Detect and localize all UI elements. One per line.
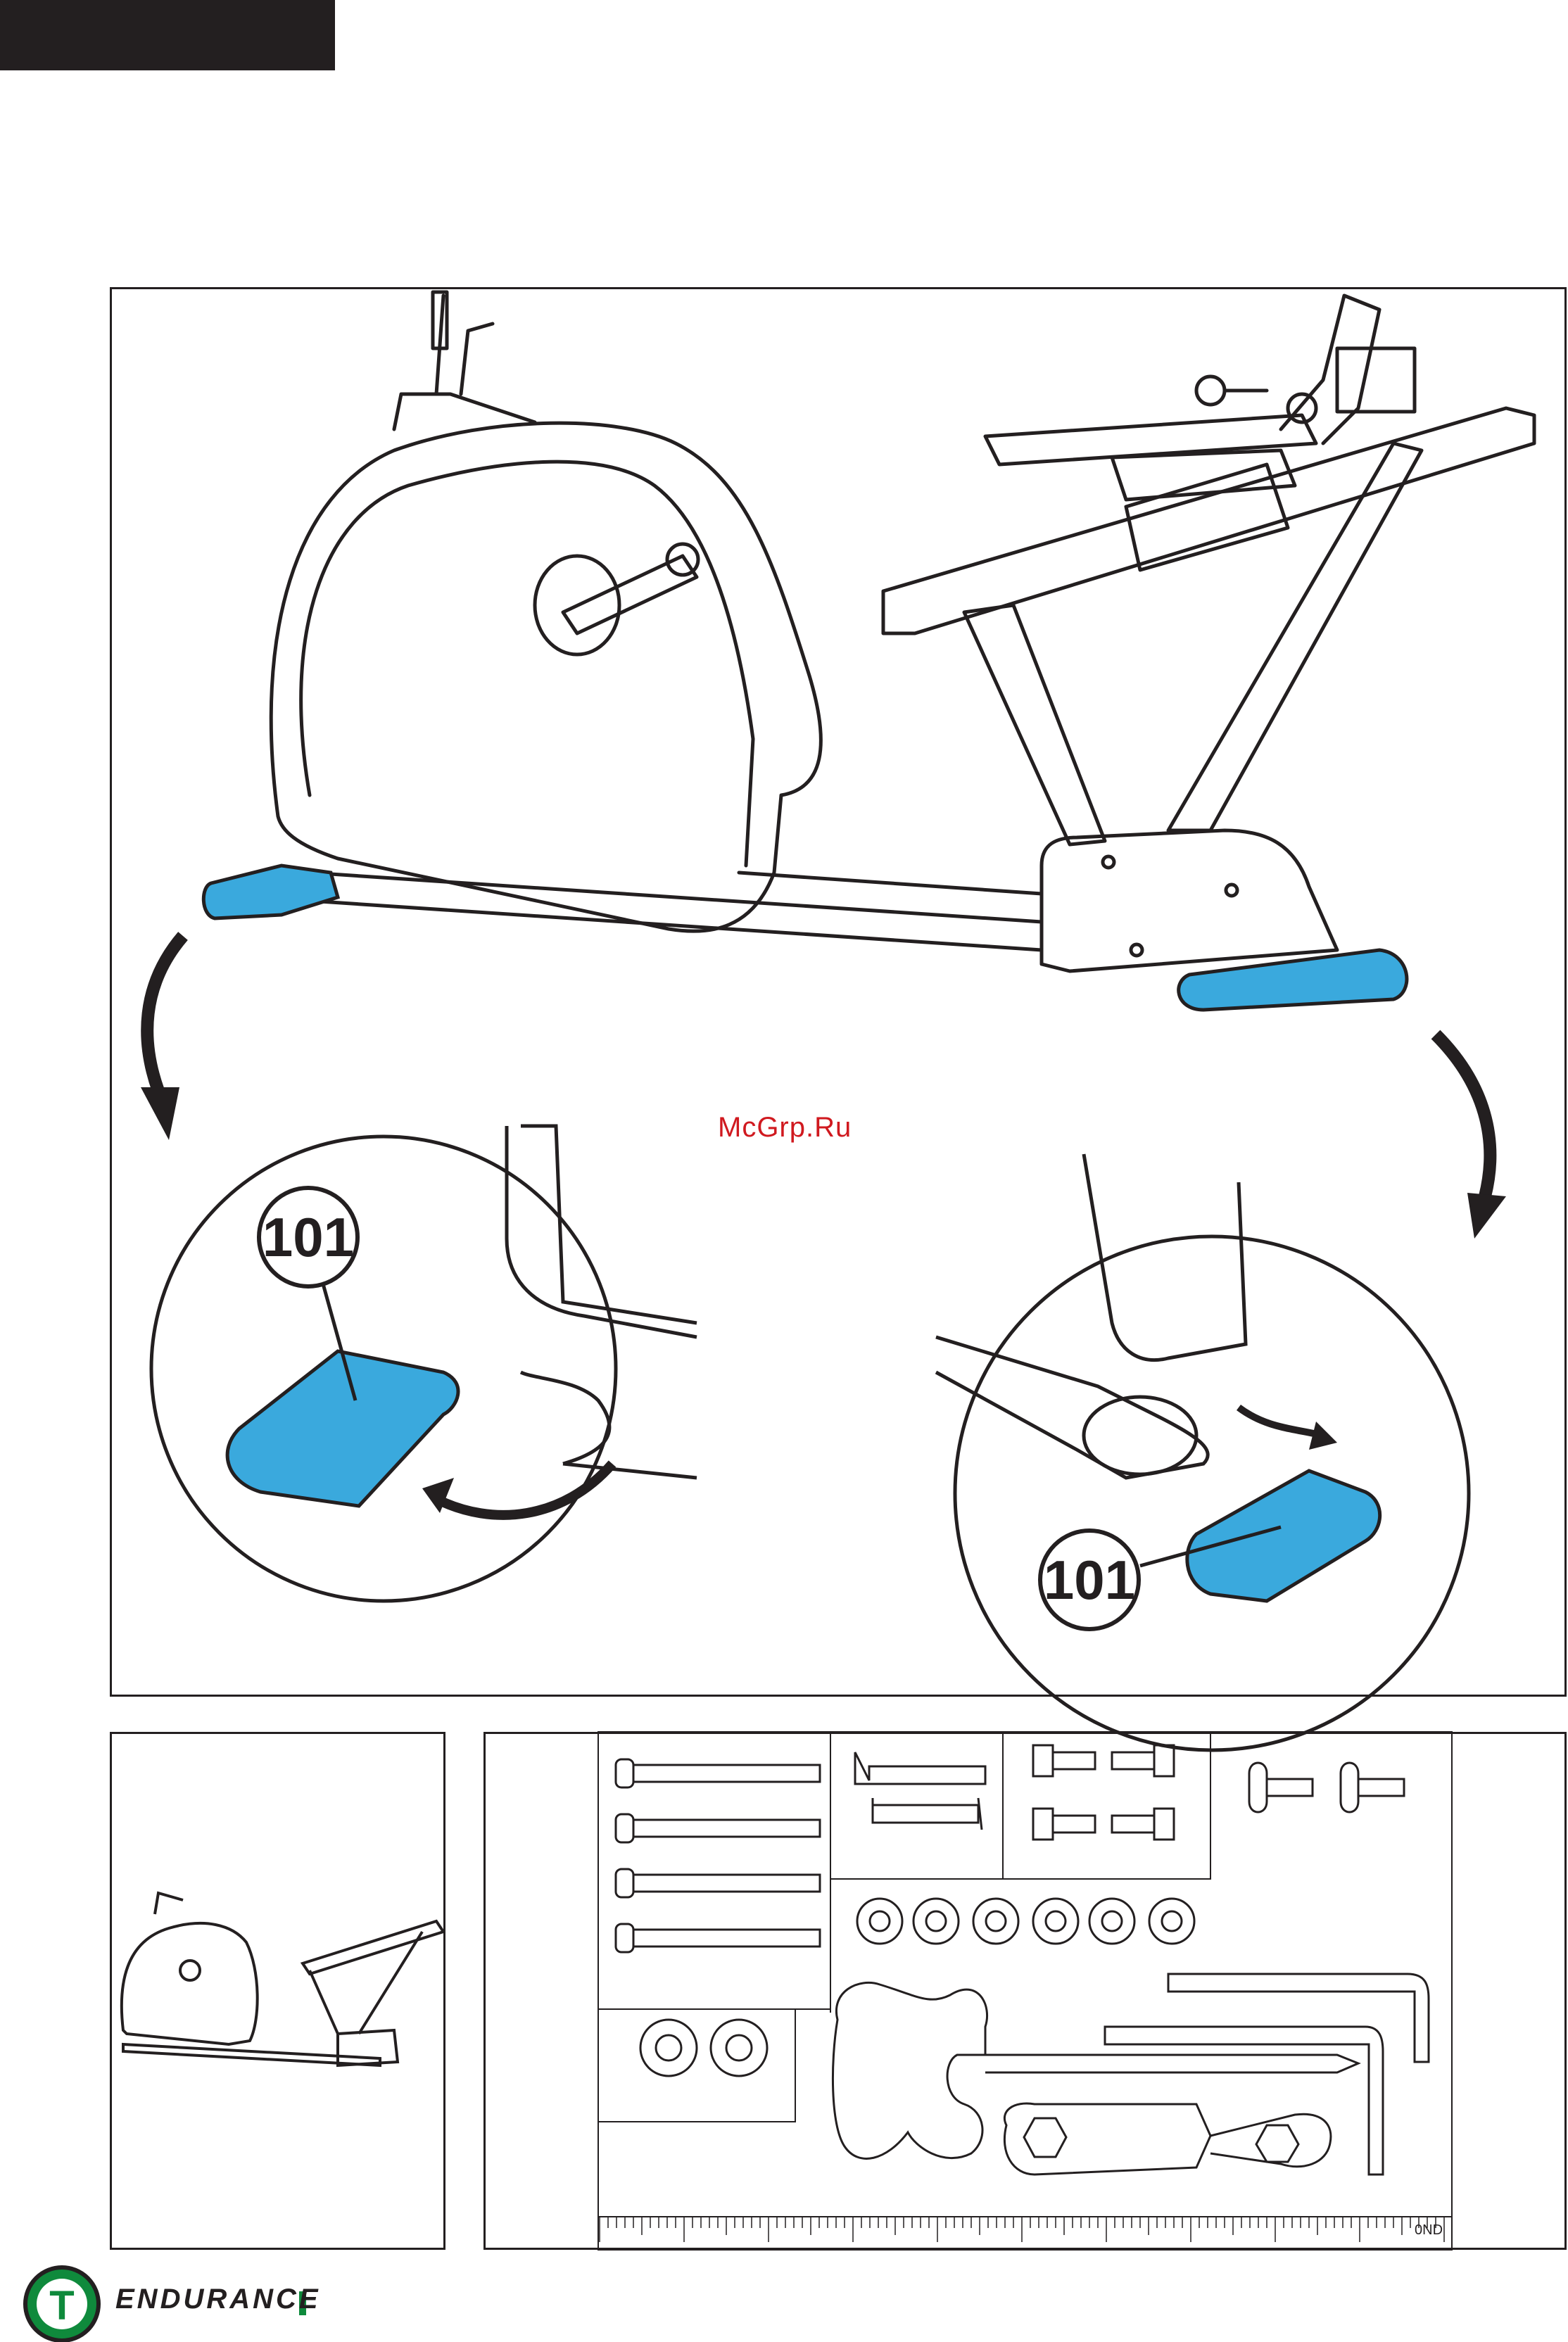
watermark-text: McGrp.Ru (718, 1112, 852, 1144)
ruler-label: 0ND (1415, 2222, 1443, 2239)
brand-name: ENDURANCE (115, 2284, 321, 2315)
